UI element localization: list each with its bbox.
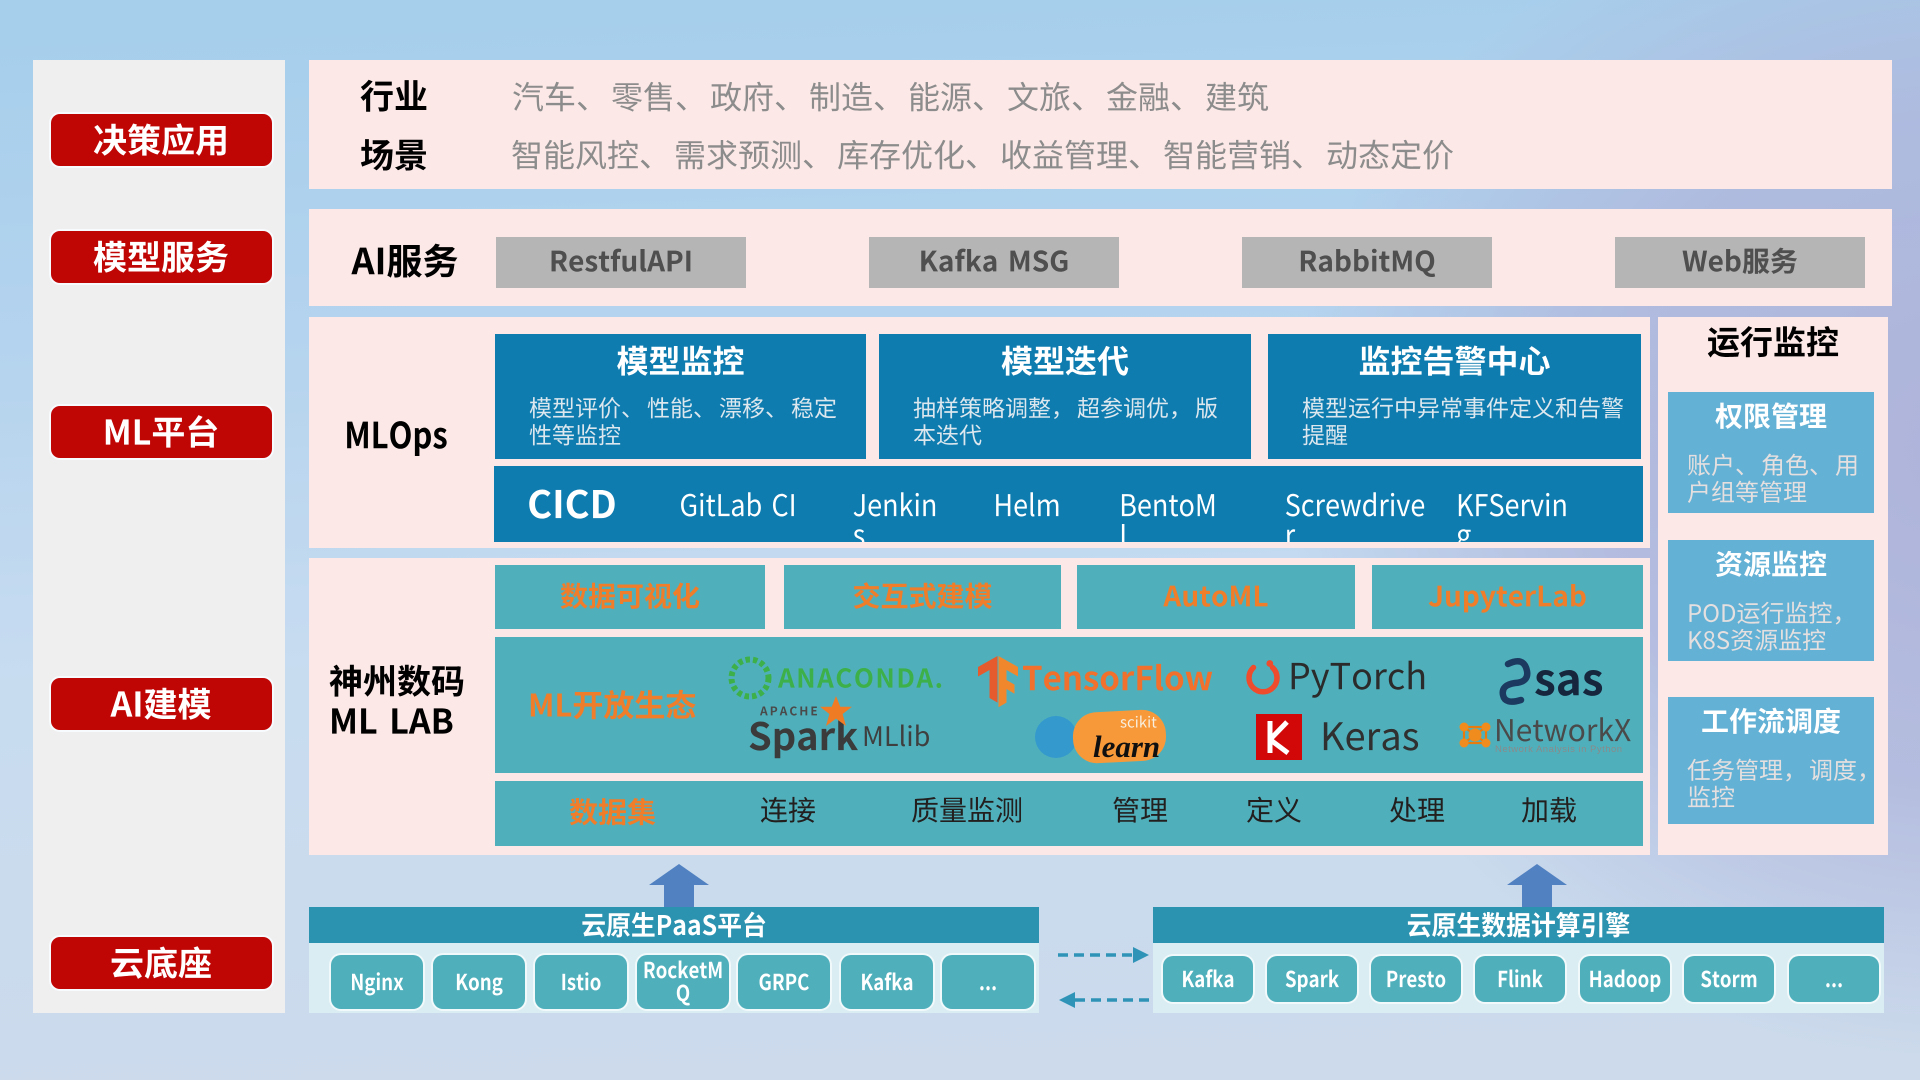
svg-text:learn: learn xyxy=(1093,729,1160,764)
svg-text:Network Analysis in Python: Network Analysis in Python xyxy=(1495,744,1623,755)
